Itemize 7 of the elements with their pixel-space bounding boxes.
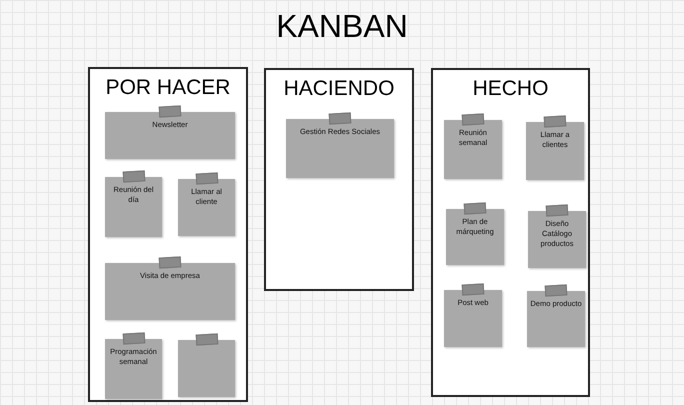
column-heading: POR HACER	[104, 75, 232, 101]
kanban-column	[431, 68, 590, 397]
kanban-column	[264, 68, 414, 291]
column-heading: HACIENDO	[282, 76, 396, 102]
kanban-column	[88, 67, 248, 402]
column-heading: HECHO	[472, 76, 550, 102]
board-title: KANBAN	[275, 10, 409, 42]
